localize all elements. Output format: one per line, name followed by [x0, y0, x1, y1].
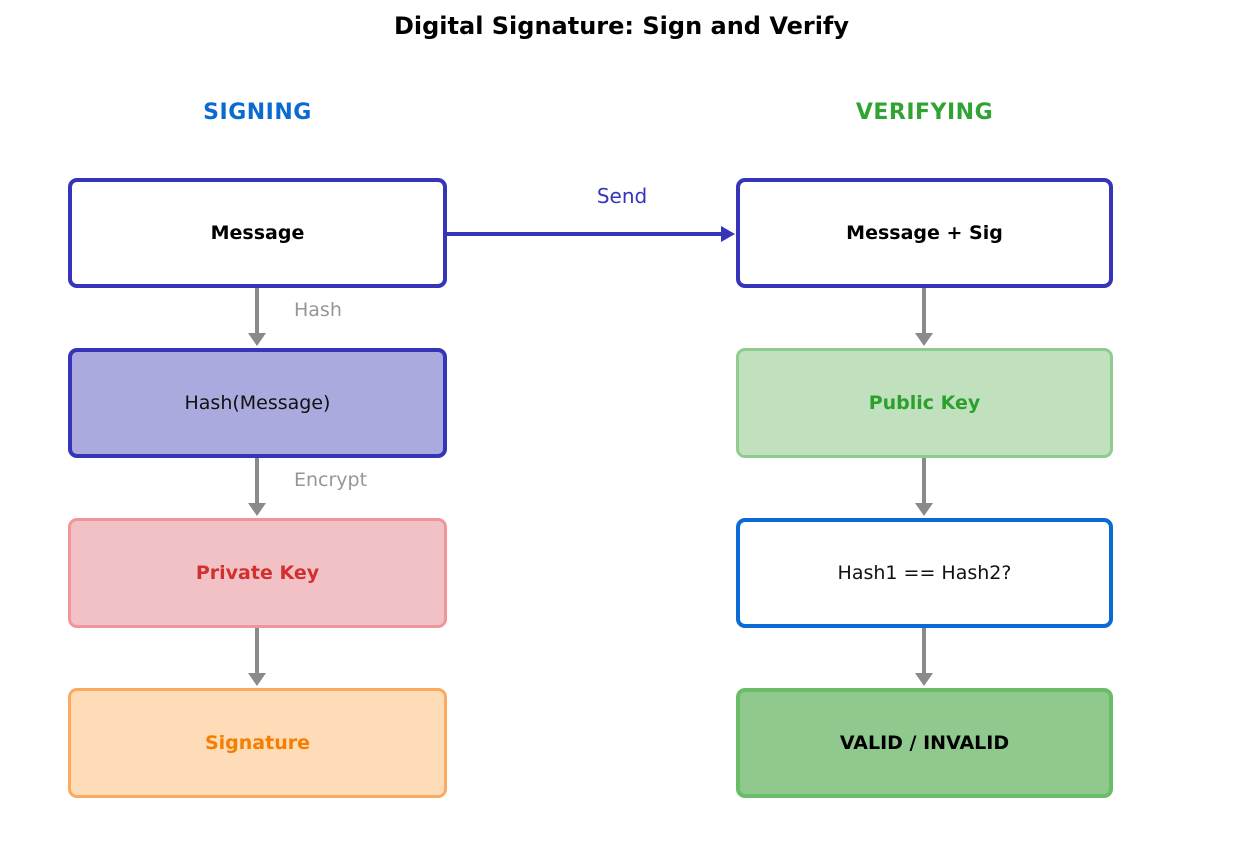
node-hash-compare-label: Hash1 == Hash2?	[837, 562, 1012, 584]
arrow-message-to-hash-head	[248, 333, 266, 346]
node-message-label: Message	[210, 222, 305, 244]
node-signature-label: Signature	[204, 732, 310, 754]
arrow-send-head	[721, 226, 735, 242]
signing-column-header: SIGNING	[203, 100, 312, 125]
arrow-send-line	[447, 232, 721, 236]
node-message-plus-sig-label: Message + Sig	[846, 222, 1003, 244]
arrow-msgsig-to-publickey-line	[922, 288, 926, 333]
edge-label-encrypt: Encrypt	[294, 469, 368, 491]
node-signature: Signature	[68, 688, 447, 798]
node-private-key: Private Key	[68, 518, 447, 628]
edge-label-hash: Hash	[294, 299, 342, 321]
node-private-key-label: Private Key	[195, 562, 320, 584]
node-valid-invalid-label: VALID / INVALID	[839, 732, 1010, 754]
node-public-key: Public Key	[736, 348, 1113, 458]
node-public-key-label: Public Key	[868, 392, 981, 414]
node-message: Message	[68, 178, 447, 288]
node-hash-message: Hash(Message)	[68, 348, 447, 458]
arrow-hash-to-privatekey-head	[248, 503, 266, 516]
arrow-publickey-to-compare-line	[922, 458, 926, 503]
node-valid-invalid: VALID / INVALID	[736, 688, 1113, 798]
arrow-compare-to-valid-head	[915, 673, 933, 686]
arrow-publickey-to-compare-head	[915, 503, 933, 516]
arrow-hash-to-privatekey-line	[255, 458, 259, 503]
node-message-plus-sig: Message + Sig	[736, 178, 1113, 288]
node-hash-message-label: Hash(Message)	[184, 392, 331, 414]
arrow-compare-to-valid-line	[922, 628, 926, 673]
arrow-msgsig-to-publickey-head	[915, 333, 933, 346]
verifying-column-header: VERIFYING	[855, 100, 994, 125]
arrow-privatekey-to-signature-head	[248, 673, 266, 686]
node-hash-compare: Hash1 == Hash2?	[736, 518, 1113, 628]
arrow-message-to-hash-line	[255, 288, 259, 333]
arrow-privatekey-to-signature-line	[255, 628, 259, 673]
diagram-title: Digital Signature: Sign and Verify	[393, 12, 850, 40]
edge-label-send: Send	[596, 184, 648, 208]
